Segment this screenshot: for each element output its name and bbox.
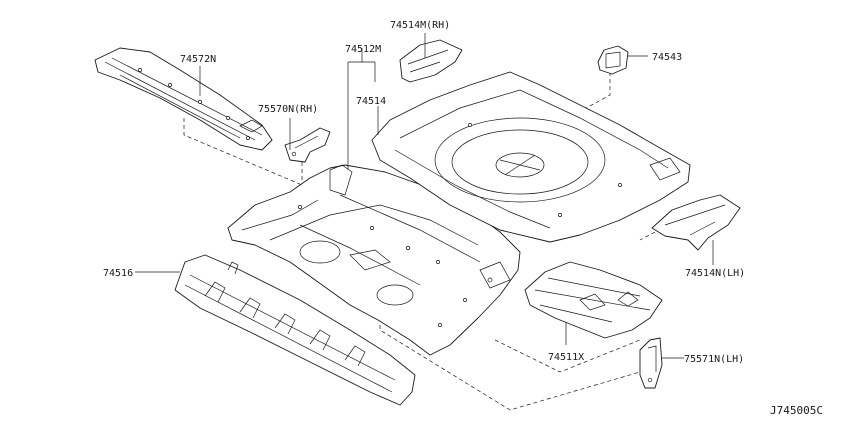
part-74511x-floor-panel (524, 261, 663, 339)
label-74514m-rh: 74514M(RH) (390, 20, 450, 31)
part-74516-cross-member (174, 254, 416, 406)
drawing-code: J745005C (770, 404, 823, 417)
label-74543: 74543 (652, 52, 682, 63)
part-75571n-lh-bracket (639, 337, 663, 389)
label-74511x: 74511X (548, 352, 584, 363)
label-75570n-rh: 75570N(RH) (258, 104, 318, 115)
part-labels: 74572N 74512M 74514M(RH) 74543 75570N(RH… (103, 20, 823, 417)
part-74514-spare-tire-floor (371, 71, 691, 243)
part-74514m-rh-panel (399, 39, 463, 83)
label-75571n-lh: 75571N(LH) (684, 354, 744, 365)
part-74572n-cross-member (94, 47, 273, 151)
part-75570n-rh-bracket (284, 127, 331, 163)
label-74514: 74514 (356, 96, 386, 107)
label-74512m: 74512M (345, 44, 381, 55)
label-74516: 74516 (103, 268, 133, 279)
label-74572n: 74572N (180, 54, 216, 65)
label-74514n-lh: 74514N(LH) (685, 268, 745, 279)
part-74514n-lh-panel (651, 194, 741, 251)
part-74512m-rear-floor (227, 164, 521, 356)
leader-lines (135, 33, 714, 359)
part-74543-bracket (597, 45, 629, 75)
